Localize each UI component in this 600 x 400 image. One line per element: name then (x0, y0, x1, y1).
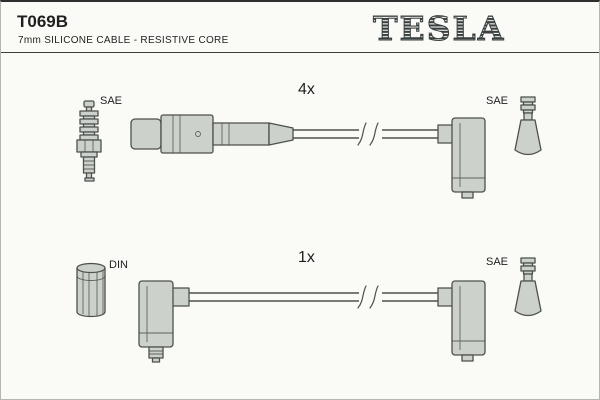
sae-terminal-icon-bottom (514, 257, 542, 317)
cable-break-top (357, 122, 379, 146)
top-cable (293, 122, 438, 146)
terminal-type-label-top: SAE (486, 95, 509, 107)
cable-break-bottom (357, 285, 379, 309)
header-divider (1, 52, 599, 53)
spark-plug-icon (76, 100, 102, 182)
din-connector-label: DIN (109, 259, 128, 271)
quantity-label-bottom: 1x (298, 249, 315, 266)
sae-terminal-icon-top (514, 96, 542, 156)
right-angle-boot-top (437, 117, 486, 199)
spark-plug-type-label: SAE (100, 95, 123, 107)
brand-logo: TESLA (373, 9, 505, 48)
part-number: T069B (17, 12, 69, 31)
right-angle-boot-bottom (437, 280, 486, 362)
bottom-cable (189, 285, 438, 309)
din-connector-icon (76, 262, 106, 318)
quantity-label-top: 4x (298, 81, 315, 98)
terminal-type-label-bottom: SAE (486, 256, 509, 268)
straight-boot-connector (130, 114, 294, 154)
part-description: 7mm SILICONE CABLE - RESISTIVE CORE (18, 35, 229, 46)
right-angle-boot-left (138, 280, 190, 363)
